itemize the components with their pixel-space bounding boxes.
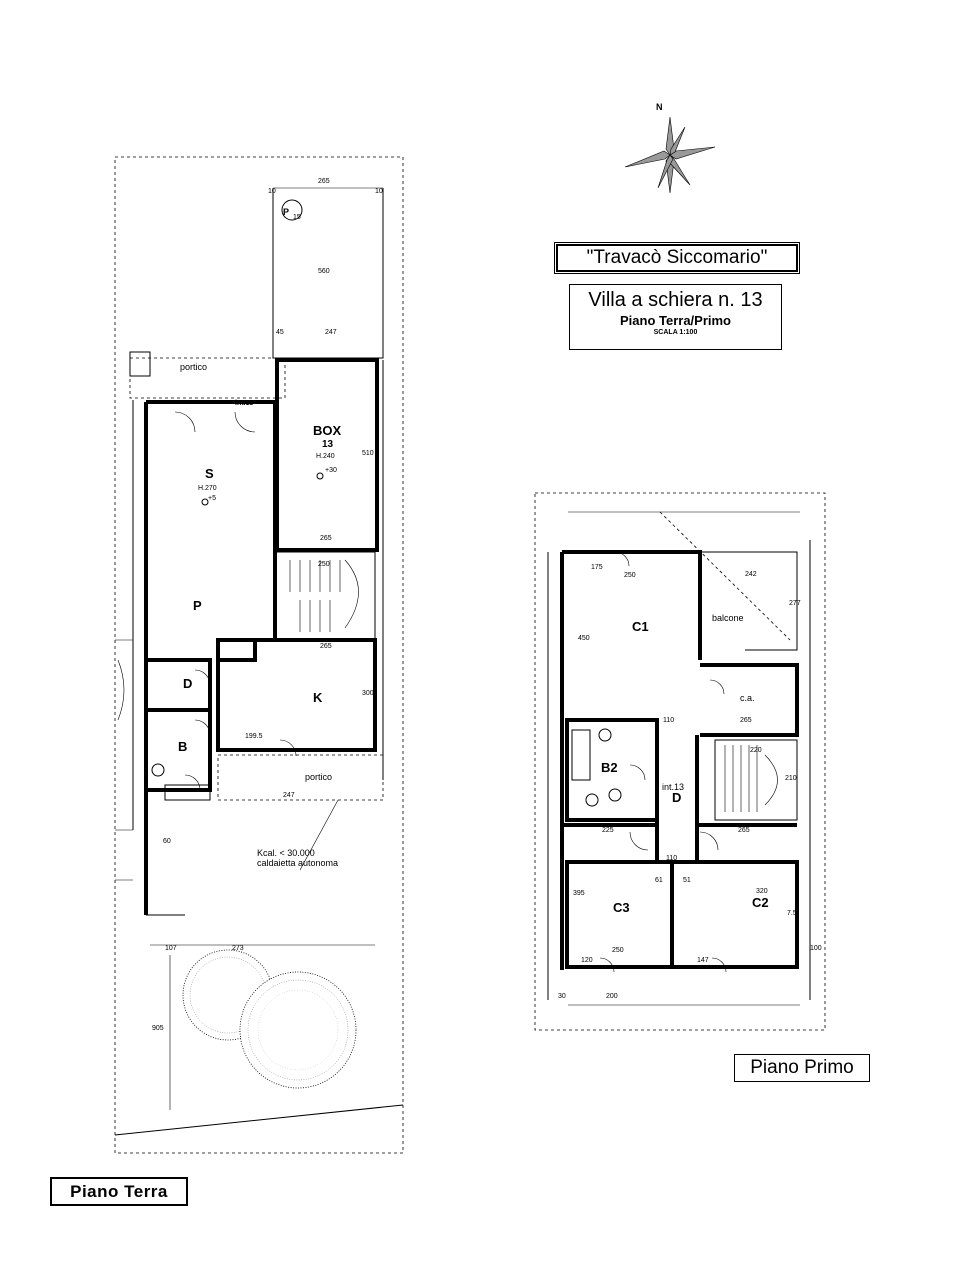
tree-icon <box>182 949 357 1089</box>
balcone-label: balcone <box>712 613 744 623</box>
room-c3-label: C3 <box>613 900 630 915</box>
portico-top-label: portico <box>180 362 207 372</box>
villa-title-box: Villa a schiera n. 13 Piano Terra/Primo … <box>569 284 782 350</box>
dim-199: 199.5 <box>245 733 263 740</box>
room-k-label: K <box>313 690 323 705</box>
dim-265c: 265 <box>320 643 332 650</box>
room-s-height: H.270 <box>198 485 217 492</box>
ff-dim-320: 320 <box>756 888 768 895</box>
ff-dim-75: 7.5 <box>787 910 797 917</box>
ff-dim-110a: 110 <box>663 717 674 724</box>
room-s-level: +5 <box>208 495 216 502</box>
ground-floor-label-box: Piano Terra <box>50 1177 188 1206</box>
ff-dim-250: 250 <box>624 572 636 579</box>
dim-250: 250 <box>318 561 330 568</box>
room-c2-label: C2 <box>752 895 769 910</box>
room-s-label: S <box>205 466 214 481</box>
ff-int-label: int.13 <box>662 782 684 792</box>
dim-510: 510 <box>362 450 374 457</box>
ff-dim-51: 51 <box>683 877 691 884</box>
ff-dim-395: 395 <box>573 890 585 897</box>
box-level: +30 <box>325 467 337 474</box>
room-b-label: B <box>178 739 187 754</box>
boiler-note-line2: caldaietta autonoma <box>257 858 338 868</box>
dim-10a: 10 <box>268 188 276 195</box>
ff-dim-61: 61 <box>655 877 663 884</box>
ff-dim-265: 265 <box>740 717 752 724</box>
ff-dim-265b: 265 <box>738 827 750 834</box>
dim-45: 45 <box>276 329 284 336</box>
parking-label: P <box>283 207 289 217</box>
box-height: H.240 <box>316 453 335 460</box>
ff-dim-200: 200 <box>606 993 618 1000</box>
first-floor-label-box: Piano Primo <box>734 1054 870 1082</box>
dim-247a: 247 <box>325 329 337 336</box>
ff-dim-225: 225 <box>602 827 614 834</box>
dim-107: 107 <box>165 945 177 952</box>
scale-label: SCALA 1:100 <box>653 329 698 336</box>
villa-title: Villa a schiera n. 13 <box>588 289 763 311</box>
int-label: int.13 <box>235 400 253 407</box>
portico-bottom-label: portico <box>305 772 332 782</box>
ground-floor-label: Piano Terra <box>70 1182 168 1201</box>
first-floor-plan <box>534 492 826 1031</box>
room-p-label: P <box>193 598 202 613</box>
room-ca-label: c.a. <box>740 693 755 703</box>
ff-dim-147: 147 <box>697 957 709 964</box>
ff-dim-450: 450 <box>578 635 590 642</box>
first-floor-label: Piano Primo <box>750 1057 854 1078</box>
ff-dim-250b: 250 <box>612 947 624 954</box>
ff-dim-220: 220 <box>750 747 762 754</box>
ff-dim-110b: 110 <box>666 855 677 862</box>
room-ff-d-label: D <box>672 790 681 805</box>
room-d-label: D <box>183 676 192 691</box>
room-c1-label: C1 <box>632 619 649 634</box>
boiler-note-line1: Kcal. < 30.000 <box>257 848 315 858</box>
project-title-box: "Travacò Siccomario" <box>554 242 800 274</box>
ff-dim-100: 100 <box>810 945 822 952</box>
dim-273: 273 <box>232 945 244 952</box>
dim-265b: 265 <box>320 535 332 542</box>
dim-560: 560 <box>318 268 330 275</box>
north-label: N <box>656 102 663 112</box>
compass-rose-icon <box>624 116 716 194</box>
dim-10b: 10 <box>375 188 383 195</box>
dim-top: 265 <box>318 178 330 185</box>
ff-dim-277: 277 <box>789 600 801 607</box>
parking-number: 15 <box>293 214 301 221</box>
ff-dim-120: 120 <box>581 957 593 964</box>
dim-60: 60 <box>163 838 171 845</box>
dim-247b: 247 <box>283 792 295 799</box>
ground-floor-plan <box>114 156 404 1154</box>
box-label: BOX <box>313 423 342 438</box>
dim-905: 905 <box>152 1025 164 1032</box>
project-title: "Travacò Siccomario" <box>586 247 768 268</box>
ff-dim-30: 30 <box>558 993 566 1000</box>
ff-dim-175: 175 <box>591 564 603 571</box>
dim-300: 300 <box>362 690 374 697</box>
ff-dim-210: 210 <box>785 775 797 782</box>
ff-dim-242: 242 <box>745 571 757 578</box>
room-b2-label: B2 <box>601 760 618 775</box>
box-number: 13 <box>322 439 334 450</box>
floors-subtitle: Piano Terra/Primo <box>619 313 731 328</box>
